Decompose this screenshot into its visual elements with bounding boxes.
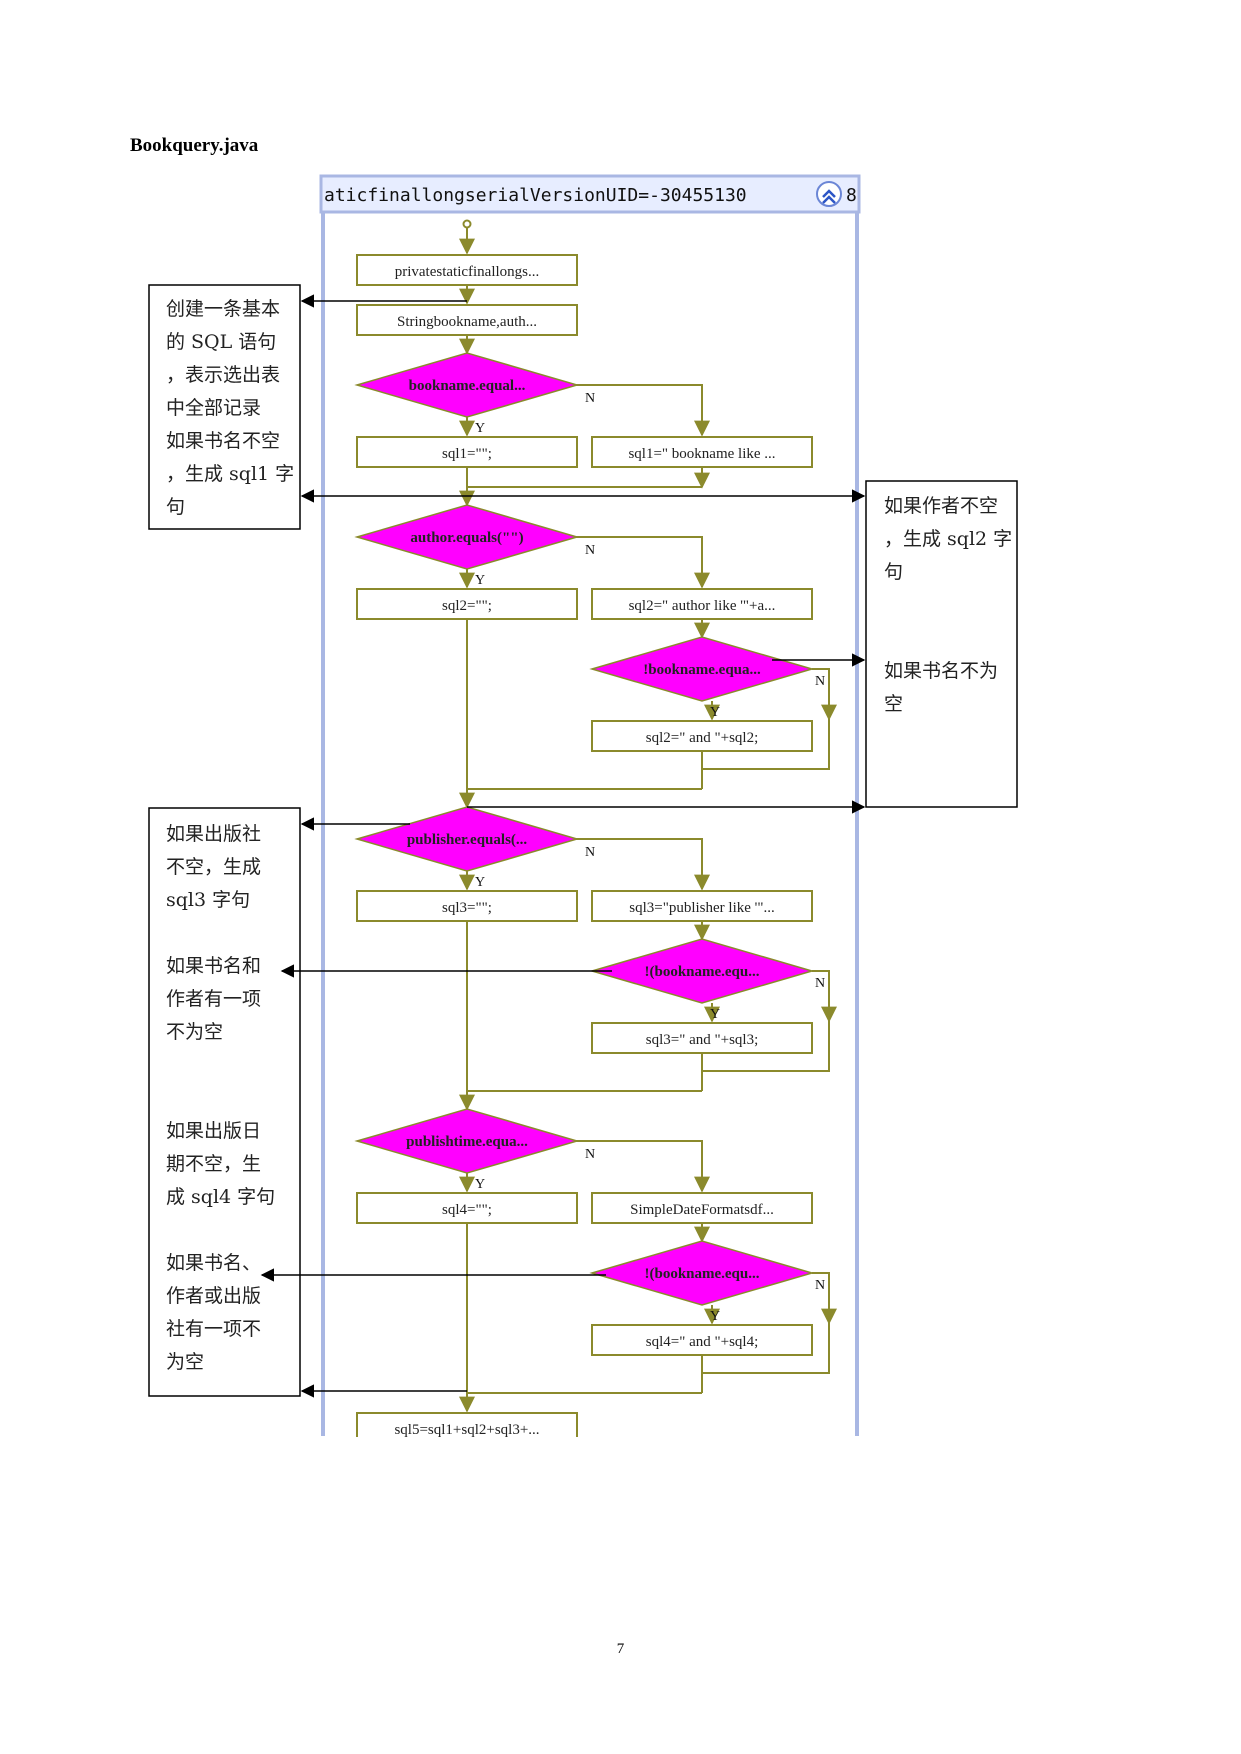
yes-label: Y <box>710 1309 720 1324</box>
annotation-box-left-2: 如果出版社 不空，生成 sql3 字句 如果书名和 作者有一项 不为空 如果出版… <box>148 807 301 1397</box>
flow-panel: aticfinallongserialVersionUID=-30455130 … <box>319 174 861 1436</box>
svg-text:sql2=" and "+sql2;: sql2=" and "+sql2; <box>646 730 759 746</box>
svg-text:sql3="";: sql3=""; <box>442 900 492 916</box>
annotation-text-left-1: 创建一条基本 的 SQL 语句 ，表示选出表 中全部记录 如果书名不空 ，生成 … <box>166 298 300 518</box>
svg-text:!(bookname.equ...: !(bookname.equ... <box>644 964 759 980</box>
process-node-sql3-like: sql3="publisher like '"... <box>591 890 813 922</box>
decision-bookname-equal: bookname.equal... <box>354 352 580 418</box>
process-node-sql4-and: sql4=" and "+sql4; <box>591 1324 813 1356</box>
svg-text:sql4="";: sql4=""; <box>442 1202 492 1218</box>
svg-text:sql5=sql1+sql2+sql3+...: sql5=sql1+sql2+sql3+... <box>394 1422 539 1438</box>
annotation-box-right-1: 如果作者不空 ，生成 sql2 字 句 如果书名不为 空 <box>865 480 1018 808</box>
svg-text:privatestaticfinallongs...: privatestaticfinallongs... <box>395 264 540 280</box>
decision-not-bookname-3: !(bookname.equ... <box>589 1240 815 1306</box>
panel-header <box>319 174 861 214</box>
process-node-sql2-and: sql2=" and "+sql2; <box>591 720 813 752</box>
decision-not-bookname-2: !(bookname.equ... <box>589 938 815 1004</box>
no-label: N <box>585 391 595 406</box>
svg-text:publishtime.equa...: publishtime.equa... <box>406 1134 528 1150</box>
no-label: N <box>815 1278 825 1293</box>
svg-text:publisher.equals(...: publisher.equals(... <box>407 832 528 848</box>
annotation-text-left-2: 如果出版社 不空，生成 sql3 字句 如果书名和 作者有一项 不为空 如果出版… <box>166 823 281 1373</box>
process-node-stringbookname: Stringbookname,auth... <box>356 304 578 336</box>
svg-text:sql2="";: sql2=""; <box>442 598 492 614</box>
process-node-sql1-empty: sql1=""; <box>356 436 578 468</box>
svg-text:sql4=" and "+sql4;: sql4=" and "+sql4; <box>646 1334 759 1350</box>
no-label: N <box>585 845 595 860</box>
no-label: N <box>585 543 595 558</box>
svg-text:!bookname.equa...: !bookname.equa... <box>643 662 761 678</box>
process-node-sql2-empty: sql2=""; <box>356 588 578 620</box>
panel-header-overflow: 8 <box>846 185 857 206</box>
annotation-box-left-1: 创建一条基本 的 SQL 语句 ，表示选出表 中全部记录 如果书名不空 ，生成 … <box>148 284 301 530</box>
process-node-sql3-and: sql3=" and "+sql3; <box>591 1022 813 1054</box>
yes-label: Y <box>710 705 720 720</box>
panel-header-text: aticfinallongserialVersionUID=-30455130 <box>324 185 747 206</box>
svg-text:Stringbookname,auth...: Stringbookname,auth... <box>397 314 537 330</box>
svg-text:SimpleDateFormatsdf...: SimpleDateFormatsdf... <box>630 1202 774 1218</box>
process-node-privatestatic: privatestaticfinallongs... <box>356 254 578 286</box>
svg-text:!(bookname.equ...: !(bookname.equ... <box>644 1266 759 1282</box>
annotation-text-right-1: 如果作者不空 ，生成 sql2 字 句 如果书名不为 空 <box>884 495 1018 715</box>
svg-text:author.equals(""): author.equals("") <box>410 530 523 546</box>
double-chevron-up-icon[interactable] <box>816 181 842 207</box>
yes-label: Y <box>475 875 485 890</box>
svg-text:sql2=" author like '"+a...: sql2=" author like '"+a... <box>629 598 776 614</box>
decision-author-equals: author.equals("") <box>354 504 580 570</box>
svg-text:sql1=" bookname like ...: sql1=" bookname like ... <box>628 446 775 462</box>
yes-label: Y <box>710 1007 720 1022</box>
no-label: N <box>585 1147 595 1162</box>
svg-text:sql1="";: sql1=""; <box>442 446 492 462</box>
process-node-sql2-like: sql2=" author like '"+a... <box>591 588 813 620</box>
annotation-arrows <box>260 294 866 1398</box>
no-label: N <box>815 674 825 689</box>
page-title: Bookquery.java <box>130 135 259 156</box>
process-node-sql4-empty: sql4=""; <box>356 1192 578 1224</box>
decision-publishtime-equals: publishtime.equa... <box>354 1108 580 1174</box>
decision-not-bookname-1: !bookname.equa... <box>589 636 815 702</box>
svg-text:bookname.equal...: bookname.equal... <box>409 378 526 394</box>
process-node-simpledateformat: SimpleDateFormatsdf... <box>591 1192 813 1224</box>
process-node-sql1-like: sql1=" bookname like ... <box>591 436 813 468</box>
yes-label: Y <box>475 573 485 588</box>
process-node-sql3-empty: sql3=""; <box>356 890 578 922</box>
yes-label: Y <box>475 421 485 436</box>
yes-label: Y <box>475 1177 485 1192</box>
page-number: 7 <box>616 1641 625 1657</box>
svg-text:sql3=" and "+sql3;: sql3=" and "+sql3; <box>646 1032 759 1048</box>
no-label: N <box>815 976 825 991</box>
svg-text:sql3="publisher like '"...: sql3="publisher like '"... <box>629 900 774 916</box>
decision-publisher-equals: publisher.equals(... <box>354 806 580 872</box>
